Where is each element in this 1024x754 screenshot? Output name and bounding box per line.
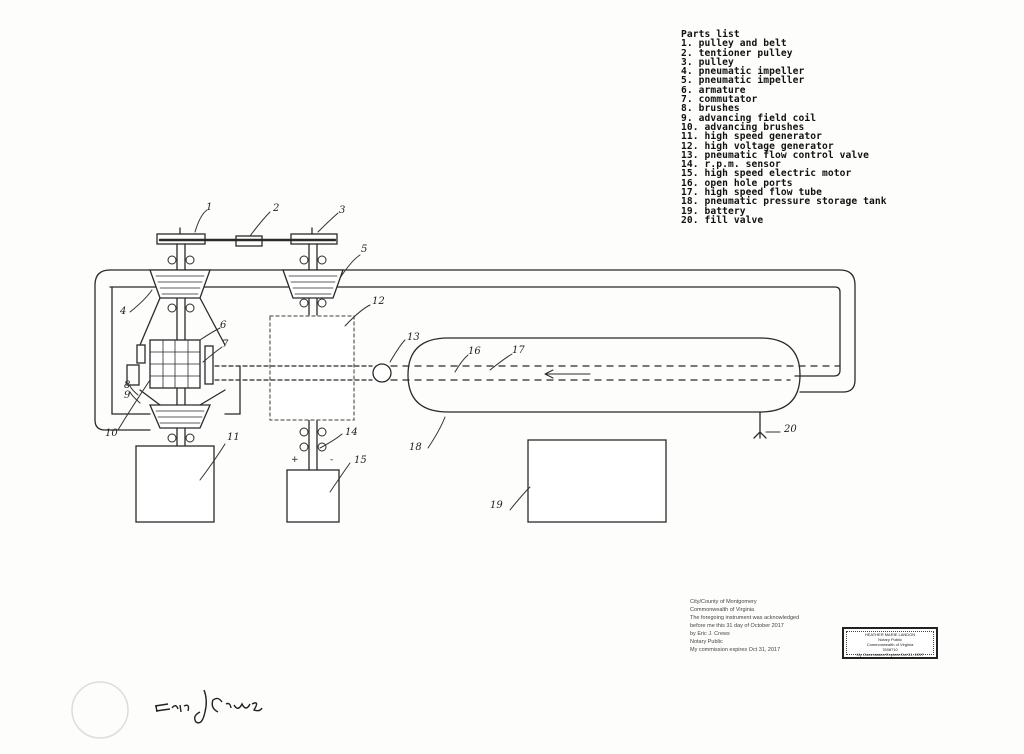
pneumatic-loop-inner (109, 286, 841, 377)
svg-text:-: - (330, 455, 333, 465)
callout-15: 15 (354, 455, 367, 466)
notary-line: My commission expires Oct 31, 2017 (690, 647, 781, 653)
callout-17: 17 (512, 345, 525, 356)
parts-list-item: 6. armature (681, 84, 746, 96)
pneumatic-loop-outer (109, 269, 856, 393)
svg-text:+: + (291, 455, 299, 465)
notary-line: Notary Public (690, 639, 723, 645)
callout-7: 7 (222, 339, 229, 350)
parts-list-item: 7. commutator (681, 94, 758, 106)
stamp-line: 7698710 (882, 647, 898, 652)
callout-8: 8 (124, 380, 131, 391)
callout-4: 4 (120, 306, 127, 317)
pneumatic-pressure-storage-tank-18 (407, 337, 801, 413)
flow-control-valve-13 (372, 363, 392, 383)
notary-line: The foregoing instrument was acknowledge… (690, 615, 800, 621)
brushes-8 (136, 344, 146, 364)
high-voltage-generator-12 (269, 315, 355, 421)
signature (154, 689, 263, 724)
notary-line: City/County of Montgomery (690, 599, 757, 605)
parts-list-item: 3. pulley (681, 56, 734, 68)
parts-list-item: 8. brushes (681, 103, 740, 115)
flow-arrow (544, 369, 591, 379)
parts-list-item: 15. high speed electric motor (681, 168, 852, 180)
parts-list-item: 2. tentioner pulley (681, 47, 793, 59)
loop-left-outer (94, 269, 151, 431)
parts-list-item: 10. advancing brushes (681, 121, 805, 133)
loop-left-inner (111, 286, 151, 415)
callout-12: 12 (372, 296, 385, 307)
stamp-line: HEATHER MARIE LANDON (864, 632, 916, 637)
parts-list-item: 9. advancing field coil (681, 112, 817, 124)
callout-6: 6 (220, 320, 227, 331)
high-speed-generator-11 (135, 445, 215, 523)
notary-line: before me this 31 day of October 2017 (690, 623, 784, 629)
parts-list-item: 19. battery (681, 205, 746, 217)
notary-acknowledgement: City/County of Montgomery Commonwealth o… (690, 598, 860, 698)
notary-line: by Eric J. Crews (690, 631, 730, 637)
parts-list-item: 4. pneumatic impeller (681, 66, 805, 78)
parts-list: Parts list 1. pulley and belt 2. tention… (681, 29, 887, 226)
parts-list-item: 17. high speed flow tube (681, 187, 823, 199)
callout-3: 3 (339, 205, 346, 216)
stamp-line: Notary Public (878, 637, 902, 642)
parts-list-items: 1. pulley and belt 2. tentioner pulley 3… (681, 38, 887, 226)
notary-stamp: HEATHER MARIE LANDON Notary Public Commo… (842, 627, 938, 659)
pneumatic-impeller-lower (149, 404, 211, 429)
callout-20: 20 (784, 424, 797, 435)
callout-9: 9 (124, 390, 131, 401)
parts-list-title: Parts list (681, 29, 740, 40)
fill-valve-20 (753, 431, 767, 439)
callout-16: 16 (468, 346, 481, 357)
parts-list-item: 20. fill valve (681, 214, 764, 226)
parts-list-item: 13. pneumatic flow control valve (681, 149, 870, 161)
callout-11: 11 (227, 432, 240, 443)
callout-5: 5 (361, 244, 368, 255)
callout-2: 2 (273, 203, 280, 214)
parts-list-item: 14. r.p.m. sensor (681, 159, 781, 171)
high-speed-electric-motor-15 (286, 469, 340, 523)
callout-1: 1 (206, 202, 213, 213)
parts-list-item: 18. pneumatic pressure storage tank (681, 196, 887, 208)
callout-19: 19 (490, 500, 503, 511)
notary-line: Commonwealth of Virginia (690, 607, 755, 613)
advancing-field-coil-9 (126, 364, 140, 386)
callout-13: 13 (407, 332, 420, 343)
callout-10: 10 (105, 428, 118, 439)
battery-19 (527, 439, 667, 523)
parts-list-item: 11. high speed generator (681, 131, 823, 143)
callout-18: 18 (409, 442, 422, 453)
parts-list-item: 12. high voltage generator (681, 140, 834, 152)
stamp-line: Commonwealth of Virginia (866, 642, 914, 647)
parts-list-item: 5. pneumatic impeller (681, 75, 805, 87)
stamp-line: My Commission Expires Oct 31, 2017 (856, 652, 924, 657)
faint-seal (71, 681, 129, 739)
parts-list-item: 1. pulley and belt (681, 38, 787, 50)
pneumatic-impeller-5 (282, 269, 344, 299)
parts-list-item: 16. open hole ports (681, 177, 793, 189)
callout-14: 14 (345, 427, 358, 438)
